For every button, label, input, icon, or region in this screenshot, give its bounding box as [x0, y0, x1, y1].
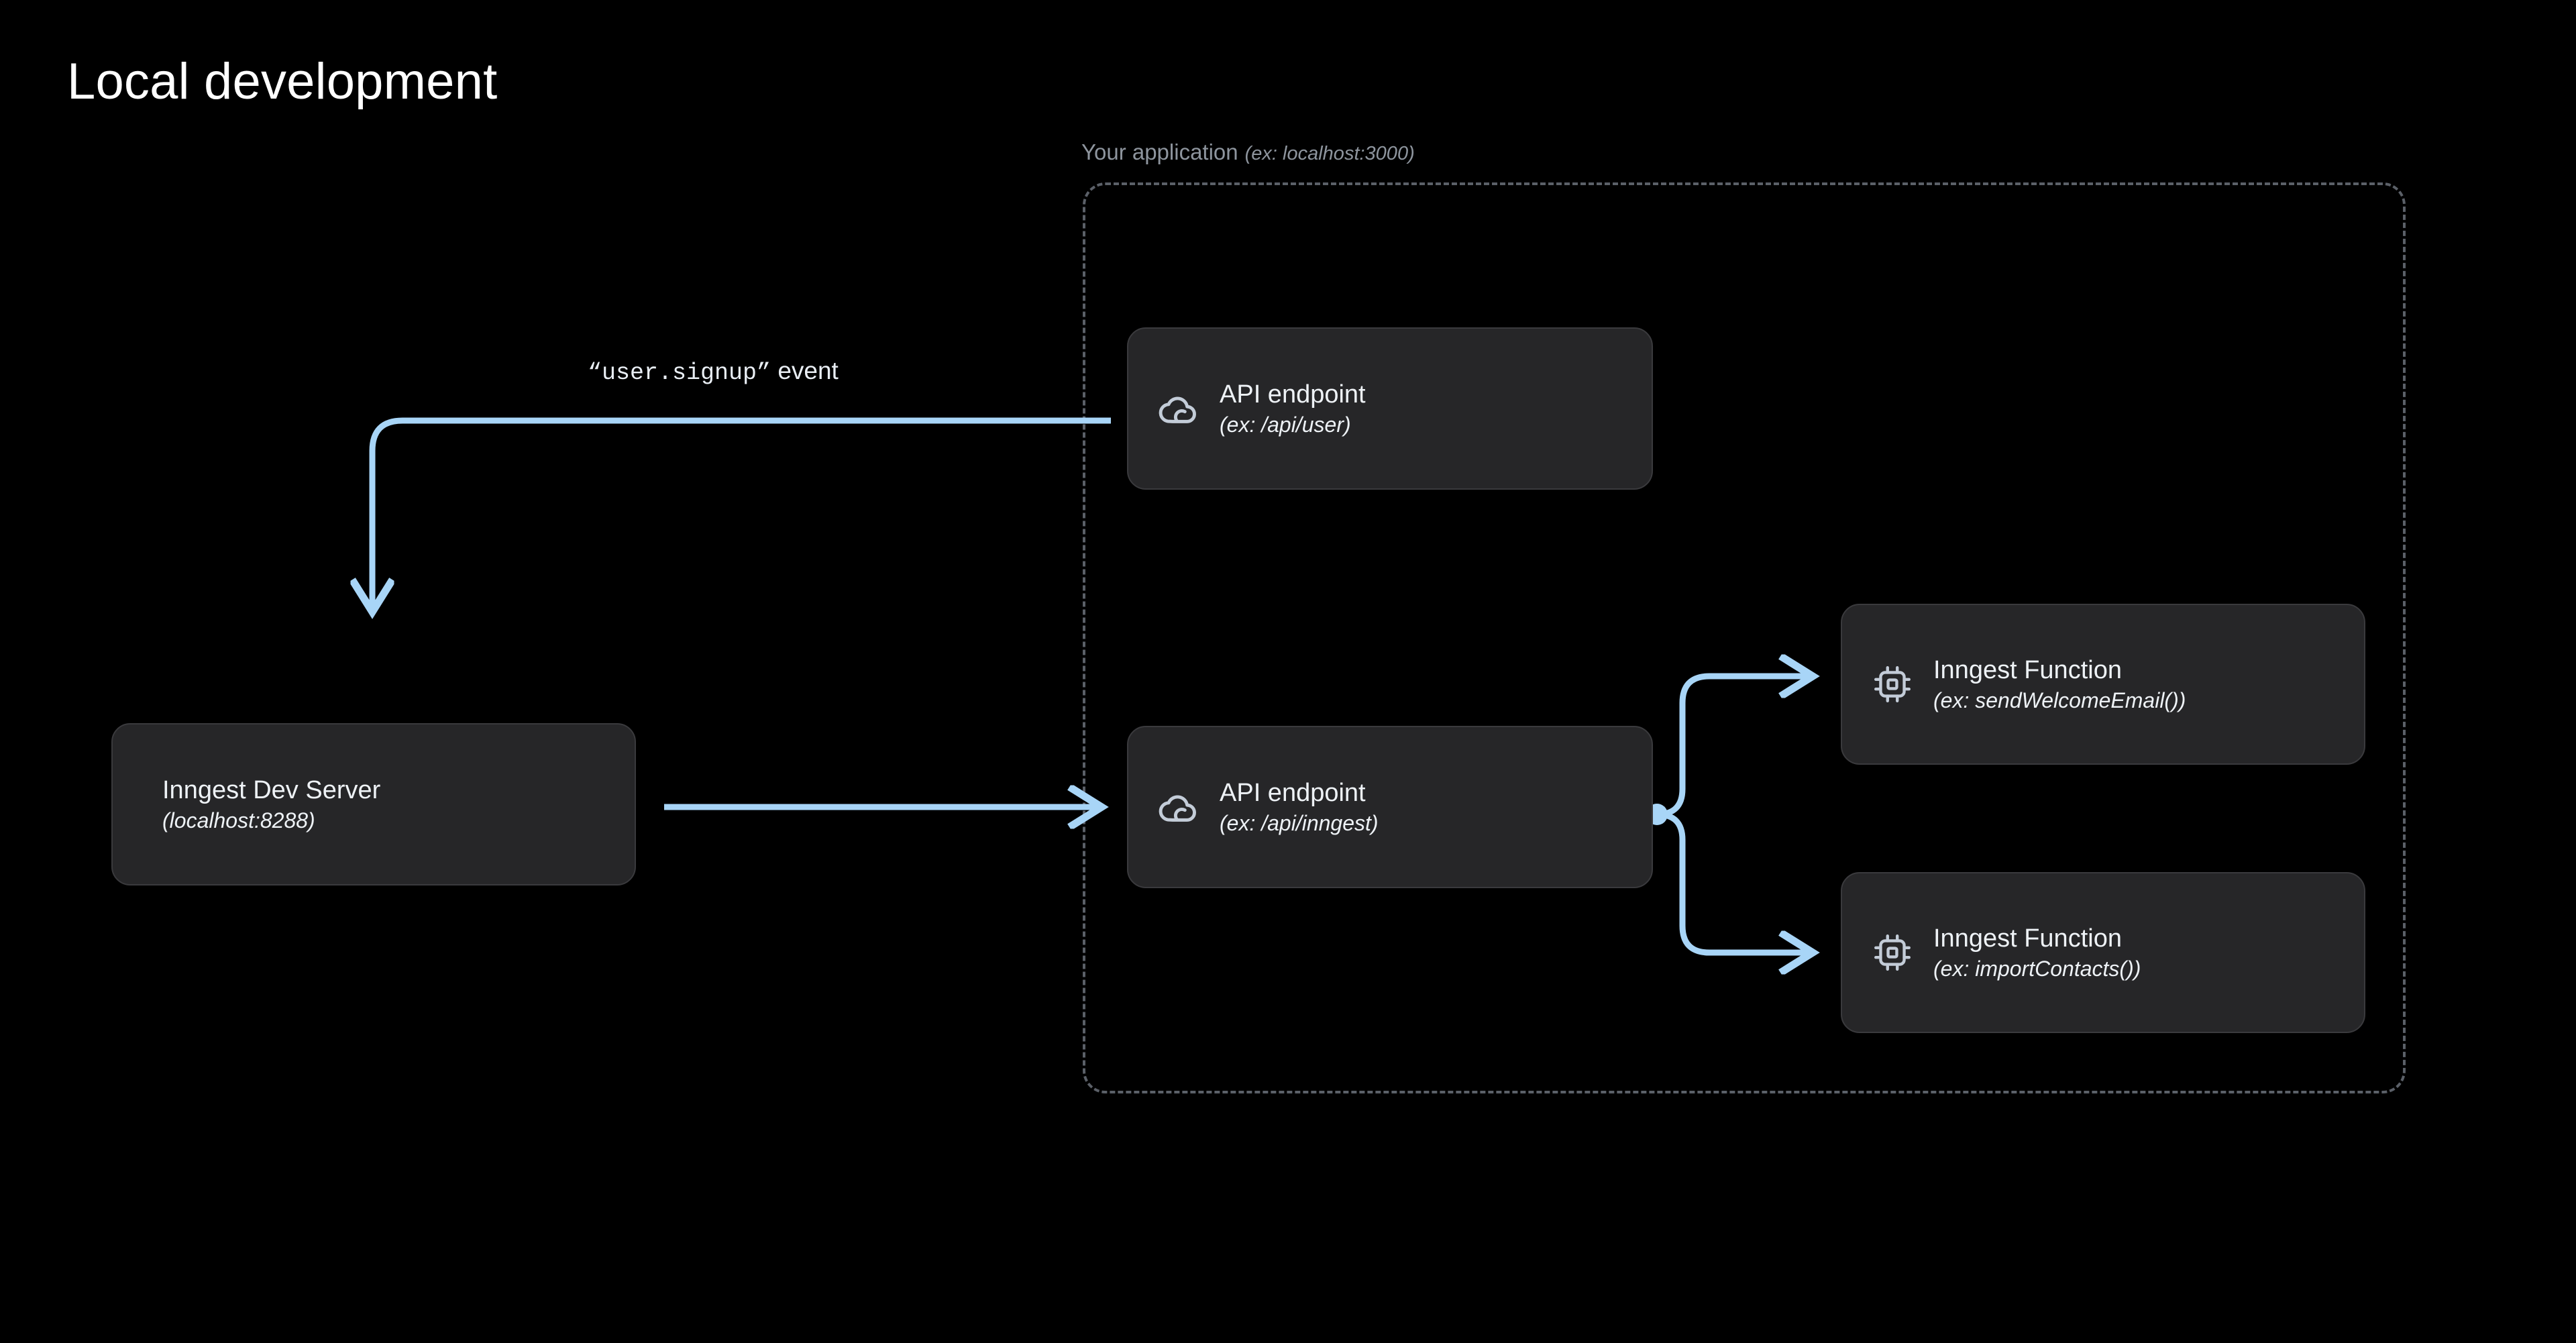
container-label-sub: (ex: localhost:3000)	[1244, 143, 1415, 164]
cpu-chip-icon	[1874, 666, 1911, 702]
node-text: Inngest Dev Server (localhost:8288)	[162, 775, 380, 834]
node-subtitle: (ex: sendWelcomeEmail())	[1933, 688, 2186, 712]
cloud-icon	[1159, 396, 1196, 423]
cloud-icon	[1159, 795, 1196, 822]
node-subtitle: (ex: importContacts())	[1933, 956, 2141, 981]
node-inngest-function-import-contacts[interactable]: Inngest Function (ex: importContacts())	[1841, 872, 2365, 1033]
container-label-main: Your application	[1081, 140, 1238, 164]
node-title: API endpoint	[1220, 778, 1366, 807]
event-edge-label: “user.signup” event	[588, 357, 839, 386]
node-text: API endpoint (ex: /api/user)	[1220, 380, 1366, 438]
node-api-endpoint-inngest[interactable]: API endpoint (ex: /api/inngest)	[1127, 726, 1653, 888]
event-suffix: event	[771, 357, 839, 384]
node-text: API endpoint (ex: /api/inngest)	[1220, 778, 1379, 837]
page-title: Local development	[67, 53, 498, 110]
node-title: Inngest Dev Server	[162, 775, 381, 804]
node-text: Inngest Function (ex: importContacts())	[1933, 924, 2141, 982]
node-title: Inngest Function	[1933, 924, 2122, 953]
node-subtitle: (ex: /api/user)	[1220, 412, 1351, 437]
event-name: “user.signup”	[588, 360, 771, 386]
node-inngest-function-send-welcome-email[interactable]: Inngest Function (ex: sendWelcomeEmail()…	[1841, 604, 2365, 765]
node-title: Inngest Function	[1933, 655, 2122, 684]
node-title: API endpoint	[1220, 380, 1366, 409]
node-inngest-dev-server[interactable]: Inngest Dev Server (localhost:8288)	[111, 723, 636, 885]
cpu-chip-icon	[1874, 934, 1911, 971]
node-subtitle: (localhost:8288)	[162, 808, 315, 832]
edge-api-user-to-dev-server	[372, 417, 1111, 610]
node-text: Inngest Function (ex: sendWelcomeEmail()…	[1933, 655, 2186, 714]
your-application-container	[1083, 182, 2406, 1093]
node-subtitle: (ex: /api/inngest)	[1220, 810, 1379, 835]
node-api-endpoint-user[interactable]: API endpoint (ex: /api/user)	[1127, 327, 1653, 490]
container-label: Your application (ex: localhost:3000)	[1081, 140, 1415, 165]
